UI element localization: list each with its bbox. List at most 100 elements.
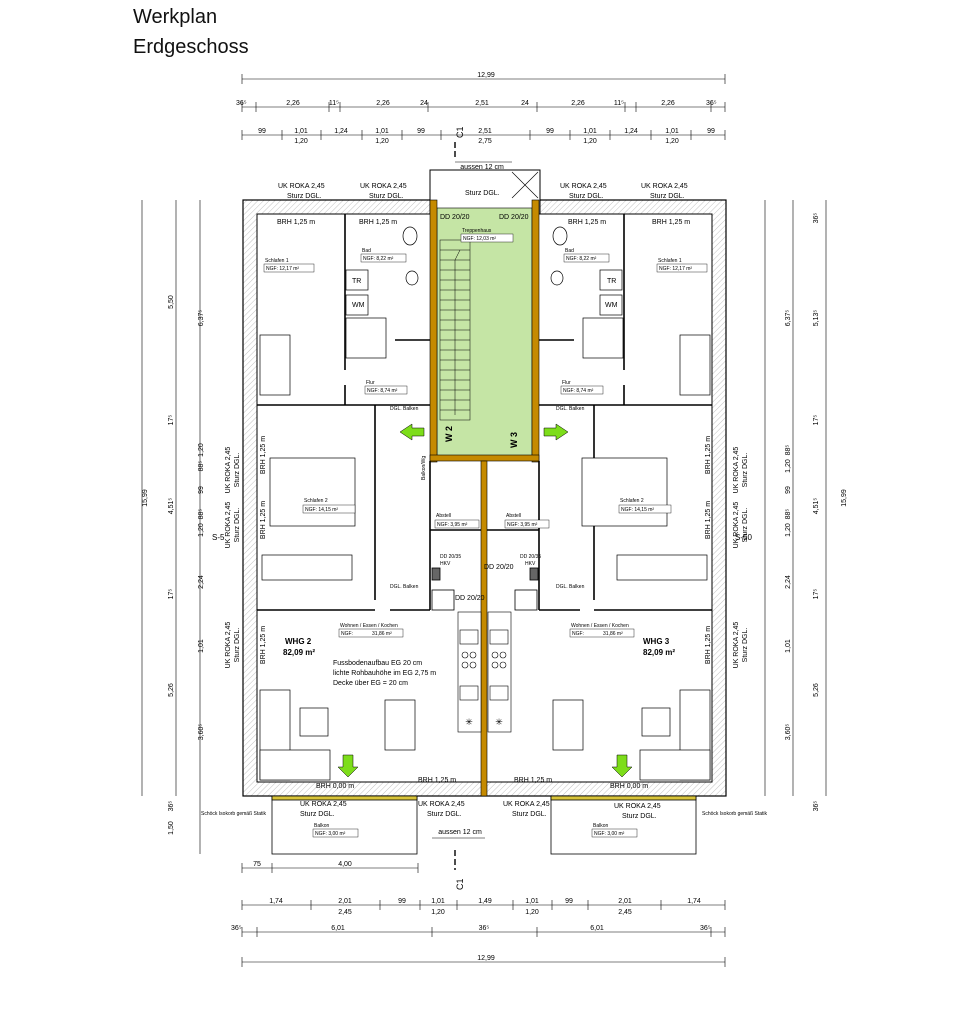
opening-label: UK ROKA 2,45 (614, 803, 661, 810)
dim-label: 5,50 (168, 295, 175, 309)
opening-label: UK ROKA 2,45 (300, 801, 347, 808)
section-marker-left: S-5 (212, 533, 225, 542)
opening-label: UK ROKA 2,45 (225, 447, 232, 494)
dim-label: 4,51⁵ (813, 498, 820, 515)
dim-label: 17⁵ (168, 415, 175, 426)
room-area: NGF: 3,00 m² (594, 831, 625, 837)
dim-label: 2,24 (785, 575, 792, 589)
room-area: NGF: 8,22 m² (363, 256, 394, 262)
dim-label: 99 (707, 128, 715, 135)
dim-label: 99 (258, 128, 266, 135)
party-walls (429, 199, 540, 797)
dim-label: 1,20 (525, 909, 539, 916)
room-name: Abstell (436, 513, 451, 519)
room-area: NGF: 3,95 m² (437, 522, 468, 528)
dim-label: 2,01 (618, 898, 632, 905)
dim-label: 99 (565, 898, 573, 905)
unit-area-whg3: 82,09 m² (643, 648, 675, 657)
room-name: Wohnen / Essen / Kochen (571, 623, 629, 629)
dim-label: 4,51⁵ (168, 498, 175, 515)
dim-label: 17⁵ (168, 589, 175, 600)
dim-label: 99 (785, 486, 792, 494)
plan-title: Werkplan (133, 6, 218, 28)
sill-label: BRH 1,25 m (277, 219, 315, 226)
opening-label: Sturz DGL. (622, 813, 657, 820)
dim-label: 1,20 (294, 138, 308, 145)
room-name: Schlafen 2 (304, 498, 328, 504)
room-name: Abstell (506, 513, 521, 519)
opening-label: Sturz DGL. (650, 193, 685, 200)
room-name: Flur (562, 380, 571, 386)
room-area-label: NGF: (341, 631, 353, 637)
dim-label: 1,01 (198, 639, 205, 653)
dim-label: 3,60⁵ (785, 724, 792, 741)
section-marker-bottom: C1 (455, 878, 465, 890)
radiator-label: HKV (440, 561, 451, 567)
shaft-boxes (431, 567, 539, 611)
dim-label: 1,01 (525, 898, 539, 905)
bottom-dim-row1: 1,74 2,01 99 1,01 1,49 1,01 99 2,01 1,74… (269, 898, 701, 916)
dim-label: 5,26 (168, 683, 175, 697)
dim-label: 2,26 (286, 100, 300, 107)
sill-label: BRH 0,00 m (316, 783, 354, 790)
dim-overall-top: 12,99 (477, 72, 495, 79)
dim-label: 2,26 (571, 100, 585, 107)
dim-label: 1,20 (375, 138, 389, 145)
beam-label: DGL. Balken (556, 584, 585, 590)
room-name-stairwell: Treppenhaus (462, 228, 492, 234)
dim-label: 1,74 (687, 898, 701, 905)
opening-labels-top: UK ROKA 2,45 Sturz DGL. UK ROKA 2,45 Stu… (277, 183, 690, 226)
dim-label: 88⁵ (198, 461, 205, 472)
dim-label: 36⁵ (168, 801, 175, 812)
room-name: Schlafen 1 (265, 258, 289, 264)
structural-note: Schöck Isokorb gemäß Statik (702, 811, 768, 817)
opening-label: UK ROKA 2,45 (641, 183, 688, 190)
opening-label: UK ROKA 2,45 (418, 801, 465, 808)
dim-label: 1,20 (785, 523, 792, 537)
opening-label: UK ROKA 2,45 (360, 183, 407, 190)
opening-label: UK ROKA 2,45 (278, 183, 325, 190)
dim-label: 1,24 (334, 128, 348, 135)
note-line-2: lichte Rohbauhöhe im EG 2,75 m (333, 670, 436, 677)
sofas (259, 689, 711, 781)
beam-label: DGL. Balken (390, 406, 419, 412)
opening-label: Sturz DGL. (742, 628, 749, 663)
sill-label: BRH 1,25 m (260, 626, 267, 664)
stairwell-area (436, 207, 533, 461)
dim-label: 2,51 (478, 128, 492, 135)
duct-label: DD 20/20 (455, 595, 485, 602)
top-dimension-chain (241, 74, 726, 136)
structural-note: Schöck Isokorb gemäß Statik (201, 811, 267, 817)
opening-labels-bottom: BRH 0,00 m BRH 1,25 m BRH 1,25 m BRH 0,0… (201, 777, 768, 820)
bottom-dim-row2: 36⁵ 6,01 36⁵ 6,01 36⁵ (231, 925, 711, 932)
balconies (271, 795, 697, 855)
room-name: Schlafen 2 (620, 498, 644, 504)
dim-label: 5,26 (813, 683, 820, 697)
dim-label: 88⁵ (785, 509, 792, 520)
room-area: NGF: 14,15 m² (305, 507, 338, 513)
dim-label: 17⁵ (813, 589, 820, 600)
sill-label: BRH 1,25 m (260, 501, 267, 539)
opening-label: UK ROKA 2,45 (733, 622, 740, 669)
unit-area-whg2: 82,09 m² (283, 648, 315, 657)
room-area: NGF: 8,22 m² (566, 256, 597, 262)
washer-label: WM (352, 302, 365, 309)
opening-label: Sturz DGL. (234, 508, 241, 543)
dim-label: 1,20 (785, 459, 792, 473)
dim-left-overall: 15,99 (142, 489, 149, 507)
sill-label: BRH 1,25 m (359, 219, 397, 226)
dim-label: 2,01 (338, 898, 352, 905)
dim-label: 75 (253, 861, 261, 868)
dim-label: 11⁵ (614, 100, 624, 107)
dim-label: 1,01 (785, 639, 792, 653)
beds (259, 334, 711, 581)
dim-label: 36⁵ (479, 925, 490, 932)
dim-label: 1,01 (665, 128, 679, 135)
dim-label: 36⁵ (231, 925, 242, 932)
sill-label: BRH 1,25 m (705, 626, 712, 664)
radiator-label: HKV (525, 561, 536, 567)
sill-label: BRH 0,00 m (610, 783, 648, 790)
sill-label: BRH 1,25 m (260, 436, 267, 474)
dim-label: 1,20 (583, 138, 597, 145)
dim-label: 17⁵ (813, 415, 820, 426)
